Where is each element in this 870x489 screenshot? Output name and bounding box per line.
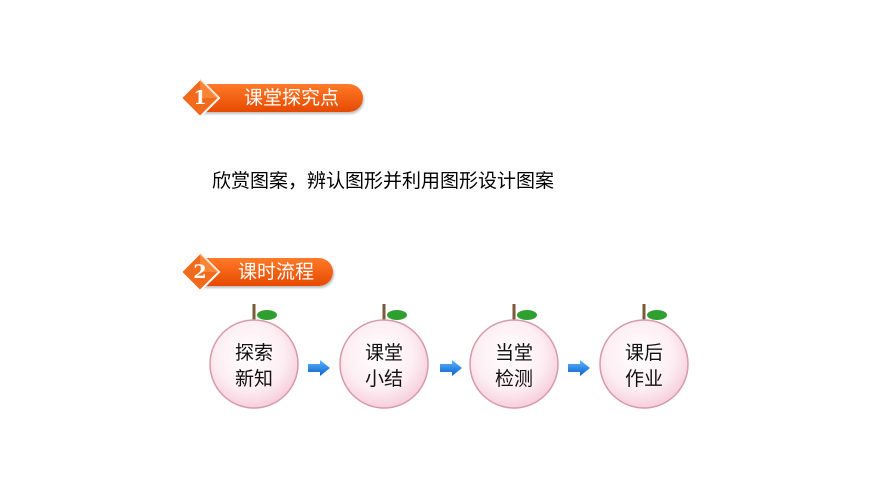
section-number: 2 <box>193 261 207 283</box>
learning-objective: 欣赏图案，辨认图形并利用图形设计图案 <box>212 170 555 192</box>
peach-icon <box>339 304 429 409</box>
diamond-number-badge: 2 <box>178 250 222 294</box>
section-title: 课堂探究点 <box>244 87 340 109</box>
peach-icon <box>469 304 559 409</box>
flow-step-explore[interactable]: 探索 新知 <box>206 300 302 416</box>
step-label: 课后 作业 <box>624 342 663 390</box>
diamond-icon <box>179 77 221 119</box>
section-banner: 课时流程 <box>198 258 333 286</box>
right-arrow-icon <box>568 360 590 376</box>
right-arrow-icon <box>308 360 330 376</box>
step-label: 课堂 小结 <box>364 342 403 390</box>
flow-step-summary[interactable]: 课堂 小结 <box>336 300 432 416</box>
diamond-number-badge: 1 <box>178 76 222 120</box>
peach-icon <box>209 304 299 409</box>
section-header-2: 课时流程 2 <box>178 250 338 293</box>
step-label: 当堂 检测 <box>494 342 533 390</box>
section-banner: 课堂探究点 <box>198 84 363 112</box>
right-arrow-icon <box>440 360 462 376</box>
section-title: 课时流程 <box>238 261 315 283</box>
diamond-icon <box>179 251 221 293</box>
flow-step-homework[interactable]: 课后 作业 <box>596 300 692 416</box>
section-header-1: 课堂探究点 1 <box>178 76 368 119</box>
step-label: 探索 新知 <box>234 342 273 390</box>
section-number: 1 <box>193 87 207 109</box>
peach-icon <box>599 304 689 409</box>
flow-step-test[interactable]: 当堂 检测 <box>466 300 562 416</box>
